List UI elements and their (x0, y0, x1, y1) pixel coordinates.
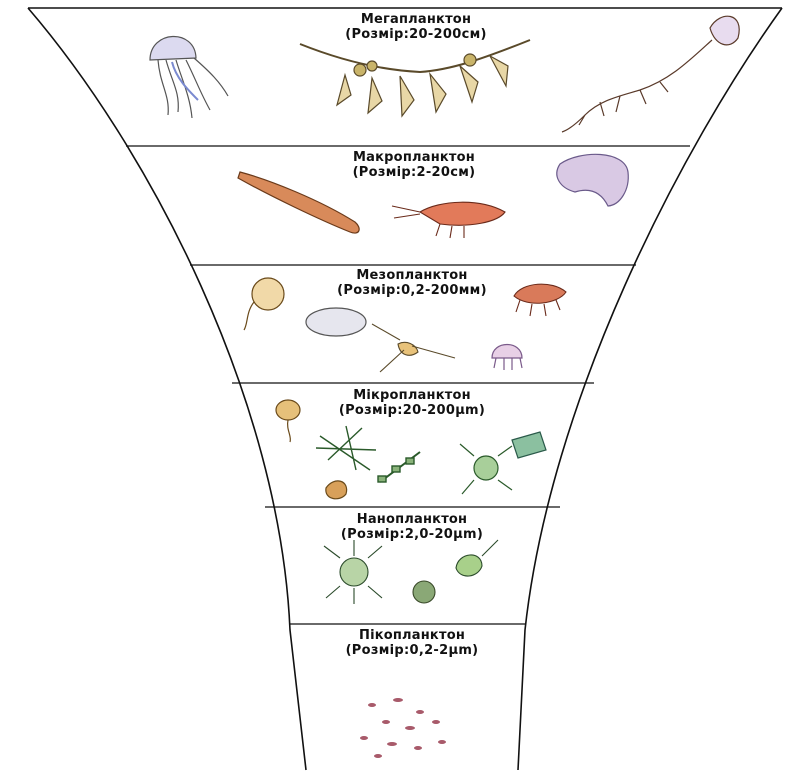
seaweed-icon (300, 40, 530, 116)
level-title: Мікропланктон (282, 388, 542, 403)
level-size: (Розмір:0,2-200мм) (282, 283, 542, 298)
salp-icon (557, 154, 628, 206)
level-label-meso: Мезопланктон (Розмір:0,2-200мм) (282, 268, 542, 298)
bacteria-icon (360, 698, 446, 758)
small-jelly-icon (492, 345, 522, 371)
level-title: Мегапланктон (286, 12, 546, 27)
level-size: (Розмір:0,2-2µm) (282, 643, 542, 658)
level-size: (Розмір:20-200см) (286, 27, 546, 42)
level-label-micro: Мікропланктон (Розмір:20-200µm) (282, 388, 542, 418)
tintinnid-icon (326, 481, 347, 499)
coccolith-icon (324, 540, 382, 604)
flagellate-icon (456, 540, 498, 576)
funnel-right-wall (518, 8, 782, 770)
radiolarian-icon (460, 444, 512, 494)
shrimp-icon (392, 202, 505, 238)
level-size: (Розмір:2-20см) (284, 165, 544, 180)
level-label-nano: Нанопланктон (Розмір:2,0-20µm) (282, 512, 542, 542)
level-title: Нанопланктон (282, 512, 542, 527)
funnel-left-wall (28, 8, 306, 770)
level-title: Пікопланктон (282, 628, 542, 643)
level-label-pico: Пікопланктон (Розмір:0,2-2µm) (282, 628, 542, 658)
level-title: Мезопланктон (282, 268, 542, 283)
diatom-icon (512, 432, 546, 458)
copepod-icon (372, 324, 455, 372)
level-size: (Розмір:20-200µm) (282, 403, 542, 418)
fish-larva-icon (238, 172, 359, 233)
diatom-chain-icon (316, 426, 420, 482)
jellyfish-icon (150, 36, 228, 118)
level-label-mega: Мегапланктон (Розмір:20-200см) (286, 12, 546, 42)
level-title: Макропланктон (284, 150, 544, 165)
ostracod-icon (306, 308, 366, 336)
larva-icon (244, 278, 284, 330)
level-size: (Розмір:2,0-20µm) (282, 527, 542, 542)
level-label-macro: Макропланктон (Розмір:2-20см) (284, 150, 544, 180)
nano-cell-icon (413, 581, 435, 603)
level-dividers (126, 146, 690, 624)
